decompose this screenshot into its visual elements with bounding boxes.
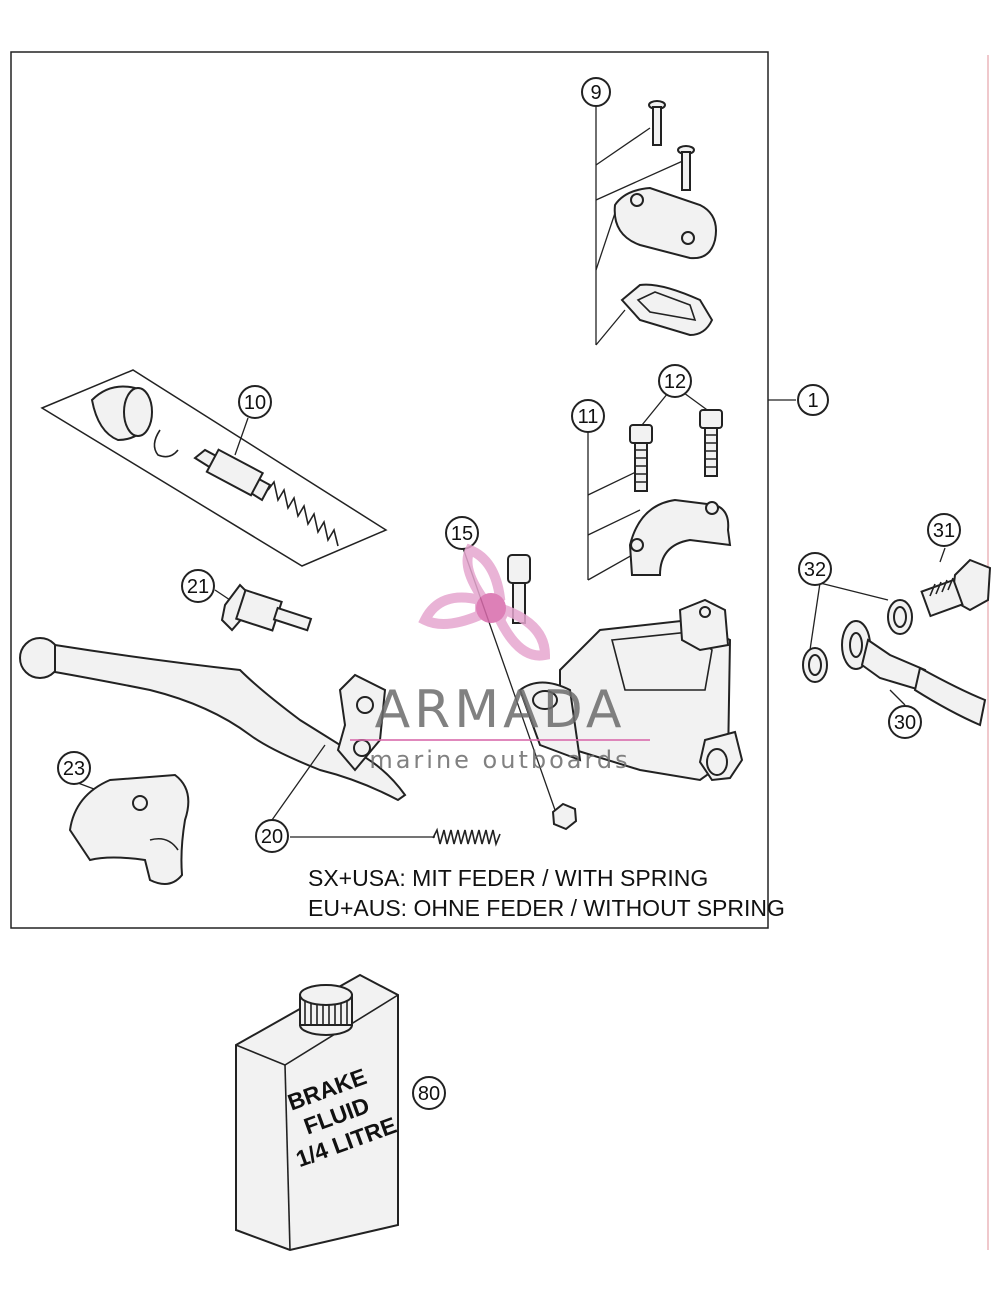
callout-9: 9 [581, 77, 611, 107]
svg-text:31: 31 [933, 520, 955, 542]
clamp-bolt [629, 424, 653, 492]
watermark-tagline: marine outboards [369, 746, 630, 774]
svg-text:12: 12 [664, 371, 686, 393]
spring-note-line1: SX+USA: MIT FEDER / WITH SPRING [308, 865, 708, 891]
svg-text:11: 11 [578, 406, 599, 428]
part-21-adjuster [214, 583, 313, 632]
clamp-bolt [699, 409, 723, 477]
banjo-bolt [920, 558, 992, 618]
cover-screw [648, 100, 666, 146]
callout-11: 11 [571, 399, 605, 433]
svg-text:23: 23 [63, 758, 85, 780]
lever-spring [432, 827, 501, 847]
bottle-cap [299, 984, 353, 1006]
svg-text:1: 1 [807, 390, 818, 412]
svg-text:30: 30 [894, 712, 916, 734]
callout-32: 32 [798, 552, 832, 586]
brake-hose [841, 620, 987, 727]
reservoir-membrane [620, 283, 714, 337]
svg-text:10: 10 [244, 392, 266, 414]
part-20-brake-lever [19, 637, 501, 847]
svg-text:15: 15 [451, 523, 473, 545]
svg-text:80: 80 [418, 1083, 440, 1105]
callout-31: 31 [927, 513, 961, 547]
part-30-32-hose-group [802, 547, 992, 727]
part-80-brake-fluid-bottle: BRAKE FLUID 1/4 LITRE [235, 973, 400, 1252]
callout-15: 15 [445, 516, 479, 550]
handlebar-clamp [628, 498, 732, 576]
callout-10: 10 [238, 385, 272, 419]
callout-20: 20 [255, 819, 289, 853]
svg-text:21: 21 [187, 576, 209, 598]
spring-note-line2: EU+AUS: OHNE FEDER / WITHOUT SPRING [308, 895, 785, 921]
callout-80: 80 [412, 1076, 446, 1110]
part-23-lever-boot [68, 773, 190, 885]
callout-21: 21 [181, 569, 215, 603]
part-10-piston-kit [40, 369, 388, 567]
svg-text:9: 9 [590, 82, 601, 104]
cover-screw [677, 145, 695, 191]
armada-watermark: ARMADA marine outboards [350, 543, 650, 774]
watermark-name: ARMADA [375, 680, 626, 740]
part-11-12-clamp-group [587, 392, 732, 581]
part-9-reservoir-cover-group [595, 100, 717, 346]
callout-30: 30 [888, 705, 922, 739]
callout-23: 23 [57, 751, 91, 785]
piston-kit-panel [40, 369, 388, 567]
main-assembly-frame [10, 51, 769, 929]
svg-text:20: 20 [261, 826, 283, 848]
propeller-logo-icon [418, 543, 551, 661]
reservoir-cover [613, 186, 717, 260]
callout-12: 12 [658, 364, 692, 398]
svg-text:32: 32 [804, 559, 826, 581]
callout-1: 1 [797, 384, 829, 416]
